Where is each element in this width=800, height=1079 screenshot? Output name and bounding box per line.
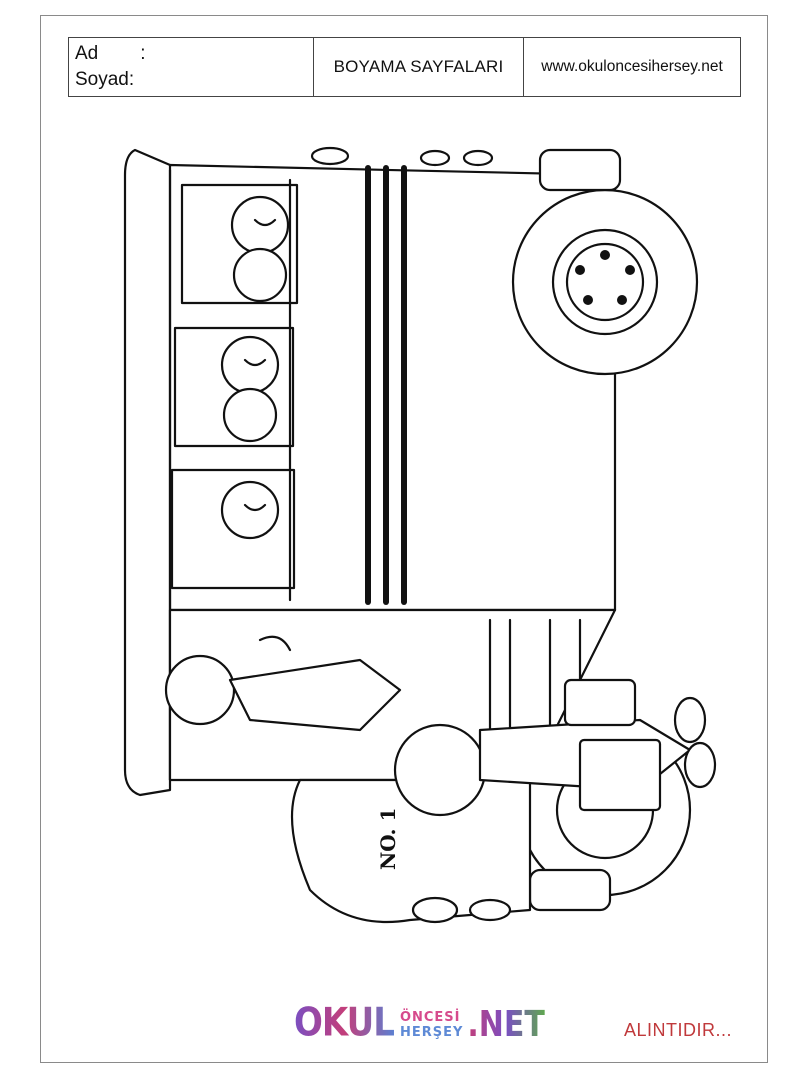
roof-light bbox=[419, 149, 451, 167]
girl-head bbox=[393, 723, 487, 817]
site-logo: OKUL ÖNCESİ HERŞEY .NET bbox=[294, 1000, 545, 1046]
door-panels bbox=[488, 618, 582, 772]
name-cell: Ad : Soyad: bbox=[69, 38, 314, 96]
logo-okul-text: OKUL bbox=[294, 1000, 395, 1046]
name-label: Ad bbox=[75, 43, 99, 64]
surname-label: Soyad: bbox=[75, 69, 135, 90]
website-label: www.okuloncesihersey.net bbox=[541, 58, 723, 75]
roof-light bbox=[462, 149, 494, 167]
logo-oncesi-text: ÖNCESİ bbox=[399, 1010, 461, 1025]
page-title: BOYAMA SAYFALARI bbox=[314, 38, 524, 96]
bus-rear bbox=[123, 148, 172, 797]
boy-arm bbox=[258, 635, 292, 652]
bus-number: NO. 1 bbox=[376, 808, 400, 870]
side-mirror bbox=[528, 868, 612, 912]
headlight bbox=[411, 896, 459, 924]
child-in-window bbox=[220, 195, 290, 540]
bus-wheel bbox=[511, 188, 699, 376]
worksheet-header: Ad : Soyad: BOYAMA SAYFALARI www.okulonc… bbox=[68, 37, 741, 97]
side-mirror bbox=[538, 148, 622, 192]
wheel-hub-inner bbox=[565, 242, 645, 322]
bus-front bbox=[290, 778, 532, 924]
wheel-hub bbox=[551, 228, 659, 336]
school-bus-illustration: NO. 1 bbox=[123, 146, 717, 924]
boy-body bbox=[228, 658, 402, 732]
girl-book bbox=[578, 738, 662, 812]
wheel-bolts bbox=[575, 250, 635, 305]
page-frame bbox=[40, 15, 768, 1063]
child-face bbox=[243, 218, 277, 512]
headlight bbox=[468, 898, 512, 922]
logo-hersey-text: HERŞEY bbox=[399, 1025, 464, 1040]
logo-middle: ÖNCESİ HERŞEY bbox=[400, 1010, 463, 1040]
boy-head bbox=[164, 654, 236, 726]
girl-shoe bbox=[683, 741, 717, 789]
girl-bag bbox=[563, 678, 637, 727]
name-field: Ad : bbox=[75, 41, 313, 67]
roof-light bbox=[310, 146, 350, 166]
name-colon: : bbox=[140, 43, 146, 64]
credit-text: ALINTIDIR... bbox=[624, 1020, 733, 1040]
girl-shoe bbox=[673, 696, 707, 744]
logo-net-text: .NET bbox=[467, 1003, 545, 1046]
